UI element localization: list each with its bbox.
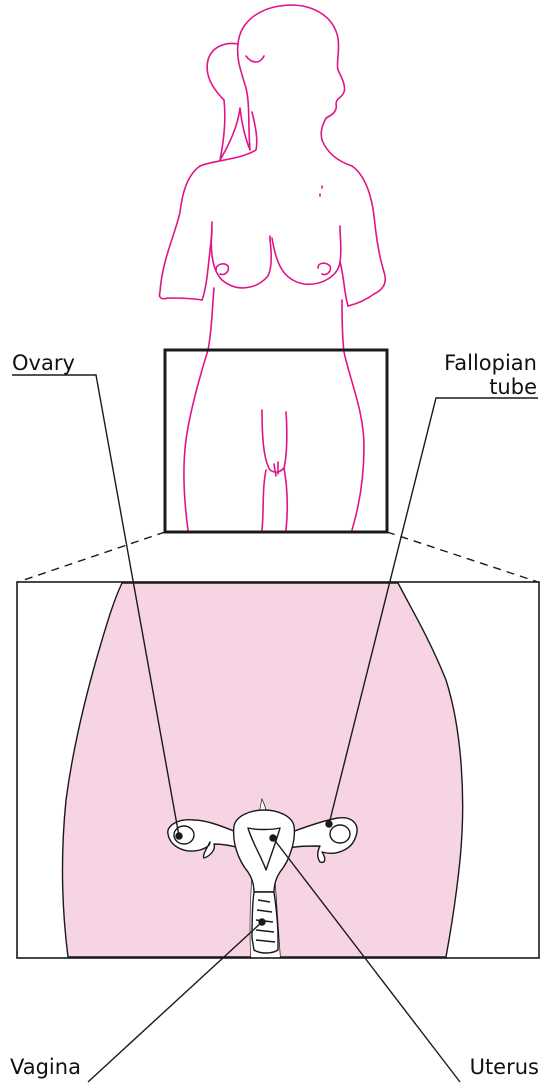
chest-dots (270, 186, 322, 240)
label-ovary: Ovary (12, 351, 75, 375)
hair-inner (246, 56, 264, 62)
right-nipple (318, 263, 330, 274)
right-leg-inner (284, 468, 287, 530)
left-waist (184, 288, 214, 530)
left-breast (211, 230, 271, 288)
ponytail-outline (207, 44, 250, 160)
left-underarm (202, 222, 212, 300)
left-nipple (216, 264, 228, 275)
groin-outline (262, 410, 287, 472)
label-uterus: Uterus (470, 1055, 539, 1079)
right-breast (272, 226, 341, 284)
right-underarm (340, 262, 348, 306)
label-fallopian-tube: Fallopian tube (444, 351, 537, 399)
neck-outline (322, 140, 352, 166)
woman-outline (159, 5, 385, 530)
left-leg-inner (262, 470, 266, 530)
label-fallopian-line2: tube (444, 375, 537, 399)
label-fallopian-line1: Fallopian (444, 351, 537, 375)
left-shoulder-arm (159, 166, 202, 300)
right-waist (342, 300, 364, 530)
label-vagina: Vagina (10, 1055, 81, 1079)
right-ovary (330, 825, 350, 843)
zoom-box (165, 350, 387, 532)
right-shoulder-arm (348, 166, 385, 306)
pubic-mark (274, 462, 278, 476)
zoom-connectors (18, 532, 538, 582)
